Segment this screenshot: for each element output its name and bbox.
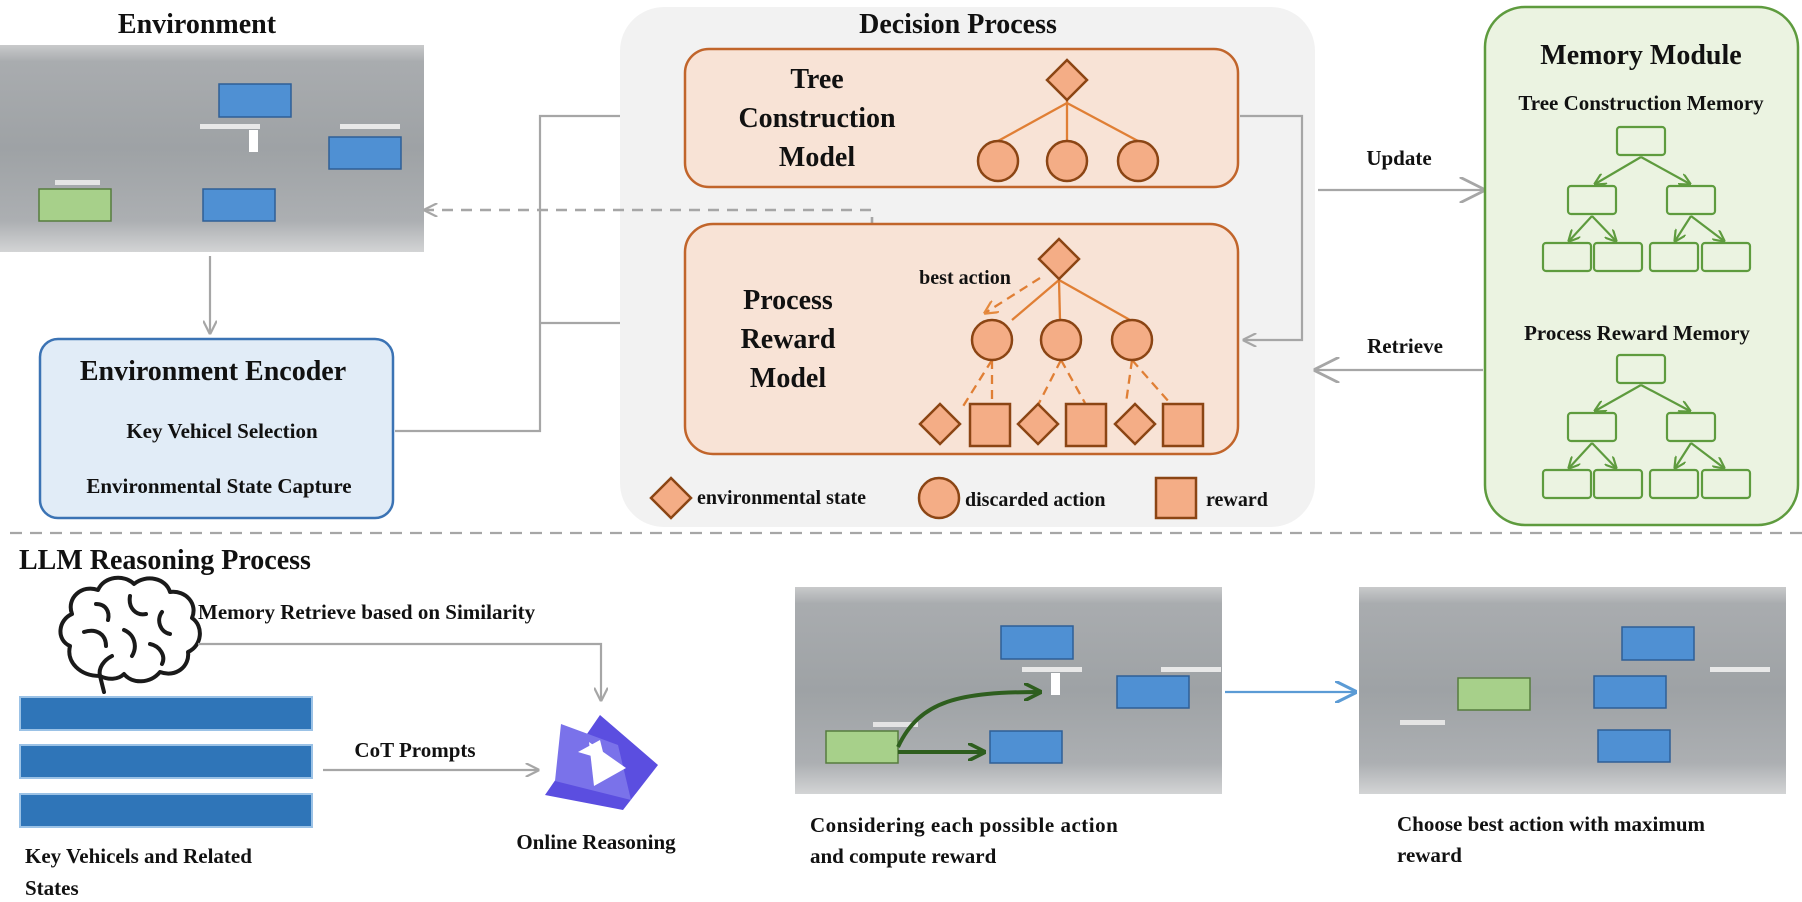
vehicle-blue	[1116, 675, 1190, 709]
tree-model-label: Model	[779, 142, 855, 173]
action-node	[1039, 318, 1083, 362]
process-reward-tree	[961, 276, 1171, 409]
vehicle-ego	[1457, 677, 1531, 711]
environmental-state-node	[1113, 402, 1157, 446]
encoder-title: Environment Encoder	[80, 356, 346, 387]
legend-state-label: environmental state	[697, 487, 866, 509]
candidate-action-arrow	[896, 692, 1040, 748]
vehicle-blue	[1621, 626, 1695, 661]
key-vehicle-bar	[19, 696, 313, 731]
environment-road-image	[0, 45, 424, 252]
reward-node	[968, 402, 1012, 448]
environmental-state-node	[1045, 58, 1089, 102]
tree-memory-label: Tree Construction Memory	[1518, 91, 1764, 115]
encoder-item: Environmental State Capture	[86, 474, 351, 498]
vehicle-ego	[825, 730, 899, 764]
environmental-state-node	[1016, 402, 1060, 446]
environmental-state-node	[918, 402, 962, 446]
reward-node	[1161, 402, 1205, 448]
reward-model-label: Process	[743, 285, 833, 316]
action-node	[1110, 318, 1154, 362]
environment-title: Environment	[118, 9, 277, 40]
legend-action-swatch	[917, 476, 961, 520]
llm-title: LLM Reasoning Process	[19, 545, 311, 576]
tree-to-reward-loop-arrow	[1240, 114, 1304, 340]
vehicle-blue	[328, 136, 402, 170]
chosen-action-road-image	[1359, 587, 1786, 794]
memory-retrieve-label: Memory Retrieve based on Similarity	[198, 600, 536, 624]
candidate-actions-road-image	[795, 587, 1222, 794]
reward-node	[1064, 402, 1108, 448]
vehicle-blue	[989, 730, 1063, 764]
reward-model-label: Reward	[741, 324, 836, 355]
key-vehicle-bar	[19, 744, 313, 779]
memory-title: Memory Module	[1540, 40, 1741, 71]
tree-memory-diagram	[1541, 125, 1752, 273]
decision-title: Decision Process	[859, 9, 1057, 40]
action-node	[1116, 139, 1160, 183]
memory-retrieve-arrow	[198, 642, 601, 700]
legend-state-swatch	[649, 476, 693, 520]
vehicle-blue	[1597, 729, 1671, 763]
best-action-label: best action	[919, 267, 1011, 289]
vehicle-blue	[218, 83, 292, 118]
considering-caption: and compute reward	[810, 844, 997, 868]
choose-caption: reward	[1397, 843, 1462, 867]
encoder-item: Key Vehicel Selection	[126, 419, 318, 443]
brain-icon	[58, 575, 202, 694]
considering-caption: Considering each possible action	[810, 813, 1118, 837]
environmental-state-node	[1037, 237, 1081, 281]
environment-encoder-box	[38, 337, 395, 520]
reward-memory-label: Process Reward Memory	[1524, 321, 1750, 345]
action-node	[970, 318, 1014, 362]
key-vehicle-bar	[19, 793, 313, 828]
tree-model-label: Tree	[790, 64, 843, 95]
reward-memory-diagram	[1541, 353, 1752, 500]
legend-reward-label: reward	[1206, 489, 1268, 511]
tree-model-label: Construction	[738, 103, 896, 134]
action-node	[1045, 139, 1089, 183]
key-vehicles-label: States	[25, 876, 79, 900]
process-reward-model-box	[683, 222, 1240, 456]
reasoning-model-logo-icon	[545, 715, 658, 810]
key-vehicles-label: Key Vehicels and Related	[25, 844, 252, 868]
update-label: Update	[1366, 146, 1431, 170]
choose-caption: Choose best action with maximum	[1397, 812, 1706, 836]
vehicle-blue	[1593, 675, 1667, 709]
tree-construction-model-box	[683, 47, 1240, 189]
retrieve-label: Retrieve	[1367, 334, 1443, 358]
legend-action-label: discarded action	[965, 489, 1106, 511]
vehicle-blue	[1000, 625, 1074, 660]
action-node	[976, 139, 1020, 183]
vehicle-ego	[38, 188, 112, 222]
vehicle-blue	[202, 188, 276, 222]
reward-model-label: Model	[750, 363, 826, 394]
cot-prompts-label: CoT Prompts	[354, 738, 475, 762]
legend-reward-swatch	[1154, 476, 1198, 520]
online-reasoning-label: Online Reasoning	[516, 830, 676, 854]
encoder-to-tree-arrow	[395, 116, 680, 433]
